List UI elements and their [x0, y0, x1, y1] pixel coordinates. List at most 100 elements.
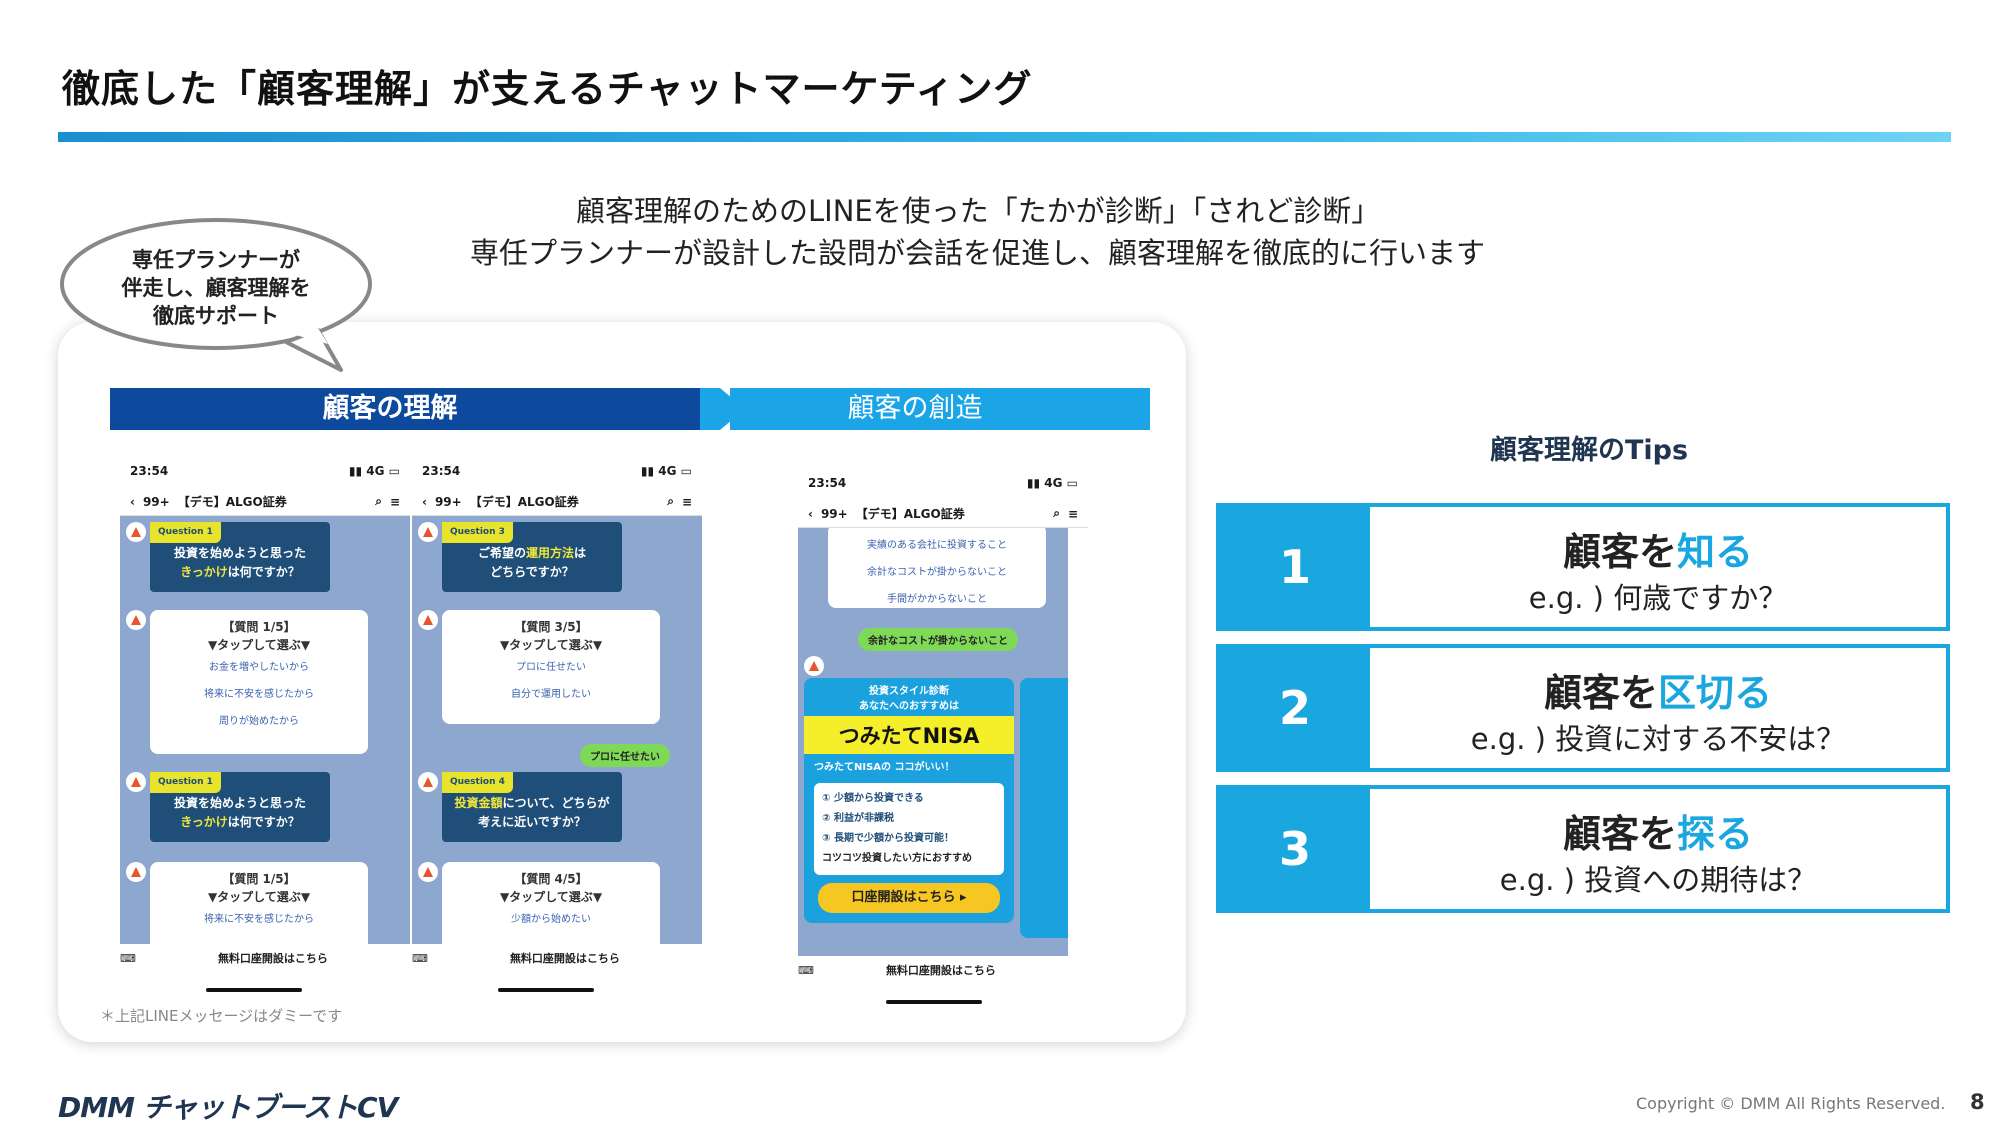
- answer-option[interactable]: お金を増やしたいから: [209, 662, 309, 673]
- signal-icon: ▮▮ 4G ▭: [640, 464, 692, 478]
- recommendation-card: 投資スタイル診断あなたへのおすすめは つみたてNISA つみたてNISAの ココ…: [804, 678, 1014, 923]
- rich-menu-label[interactable]: 無料口座開設はこちら: [509, 952, 620, 965]
- back-count[interactable]: 99+: [142, 494, 170, 509]
- question-highlight: きっかけ: [180, 565, 228, 579]
- search-icon[interactable]: ⌕: [667, 494, 674, 508]
- keyboard-icon[interactable]: ⌨: [412, 952, 428, 965]
- home-indicator: [206, 988, 302, 992]
- menu-icon[interactable]: ≡: [1067, 506, 1078, 521]
- question-card: Question 1 投資を始めようと思った きっかけは何ですか？: [150, 522, 330, 592]
- home-indicator: [498, 988, 594, 992]
- answer-card: 【質問 3/5】 ▼タップして選ぶ▼ プロに任せたい 自分で運用したい: [442, 610, 660, 724]
- subtitle-line-2: 専任プランナーが設計した設問が会話を促進し、顧客理解を徹底的に行います: [470, 236, 1486, 270]
- tip-example: e.g. ) 投資への期待は？: [1499, 863, 1817, 897]
- footnote: ＊上記LINEメッセージはダミーです: [100, 1007, 343, 1025]
- rich-menu-label[interactable]: 無料口座開設はこちら: [217, 952, 328, 965]
- question-tag: Question 1: [150, 772, 221, 793]
- search-icon[interactable]: ⌕: [375, 494, 382, 508]
- tip-card-2: 2 顧客を区切る e.g. ) 投資に対する不安は？: [1216, 644, 1950, 772]
- keyboard-icon[interactable]: ⌨: [120, 952, 136, 965]
- account-name: 【デモ】ALGO証券: [177, 495, 287, 509]
- rich-menu-label[interactable]: 無料口座開設はこちら: [885, 964, 996, 977]
- answer-head: 【質問 1/5】: [222, 620, 296, 634]
- card-point: つみたてNISAの ココがいい！: [814, 762, 955, 773]
- next-card-peek[interactable]: [1020, 678, 1068, 938]
- flow-stage-create: 顧客の創造: [847, 393, 983, 424]
- tip-card-1: 1 顧客を知る e.g. ) 何歳ですか？: [1216, 503, 1950, 631]
- back-icon[interactable]: ‹: [808, 506, 813, 521]
- question-tag: Question 4: [442, 772, 513, 793]
- answer-option[interactable]: 将来に不安を感じたから: [204, 914, 314, 925]
- answer-sub: タップして選ぶ: [217, 638, 301, 652]
- bot-avatar: [418, 862, 438, 882]
- bot-avatar: [804, 656, 824, 676]
- phone-screenshot-1: 23:54▮▮ 4G ▭ ‹ 99+ 【デモ】ALGO証券 ⌕ ≡ Questi…: [120, 458, 410, 978]
- flow-arrow-bar: 顧客の理解 顧客の創造: [110, 388, 1150, 430]
- card-list-item: 利益が非課税: [833, 813, 894, 824]
- back-count[interactable]: 99+: [820, 506, 848, 521]
- card-list-note: コツコツ投資したい方におすすめ: [822, 853, 972, 864]
- question-text-end: は何ですか？: [227, 565, 300, 579]
- phone-screenshot-2: 23:54 ▮▮ 4G ▭ ‹ 99+ 【デモ】ALGO証券 ⌕ ≡ Questi…: [412, 458, 702, 978]
- phone-screenshot-3: 23:54▮▮ 4G ▭ ‹ 99+ 【デモ】ALGO証券 ⌕ ≡ 実績のある会…: [798, 470, 1088, 990]
- question-highlight: 投資金額: [454, 796, 503, 810]
- flow-stage-understand: 顧客の理解: [322, 393, 458, 424]
- tip-highlight: 知る: [1677, 530, 1754, 574]
- answer-option[interactable]: 周りが始めたから: [219, 716, 299, 727]
- bot-avatar: [418, 610, 438, 630]
- search-icon[interactable]: ⌕: [1053, 506, 1060, 520]
- answer-option[interactable]: 自分で運用したい: [511, 689, 591, 700]
- back-icon[interactable]: ‹: [422, 494, 427, 509]
- answer-option[interactable]: 手間がかからないこと: [887, 594, 987, 605]
- answer-card: 実績のある会社に投資すること 余計なコストが掛からないこと 手間がかからないこと: [828, 528, 1046, 608]
- card-top-1: 投資スタイル診断: [869, 686, 949, 697]
- answer-card: 【質問 4/5】 ▼タップして選ぶ▼ 少額から始めたい: [442, 862, 660, 944]
- menu-icon[interactable]: ≡: [681, 494, 692, 509]
- tip-highlight: 探る: [1677, 812, 1754, 856]
- question-card: Question 4 投資金額について、どちらが 考えに近いですか？: [442, 772, 622, 842]
- question-text: 投資を始めようと思った: [173, 796, 306, 810]
- signal-icon: ▮▮ 4G ▭: [1026, 476, 1078, 490]
- back-count[interactable]: 99+: [434, 494, 462, 509]
- answer-option[interactable]: 将来に不安を感じたから: [204, 689, 314, 700]
- answer-option[interactable]: プロに任せたい: [516, 662, 586, 673]
- user-reply: 余計なコストが掛からないこと: [858, 628, 1018, 651]
- question-text-end: は: [574, 546, 587, 560]
- bubble-line-3: 徹底サポート: [153, 304, 279, 328]
- status-time: 23:54: [422, 464, 461, 478]
- question-text: 投資を始めようと思った: [173, 546, 306, 560]
- card-top-2: あなたへのおすすめは: [859, 701, 959, 712]
- menu-icon[interactable]: ≡: [389, 494, 400, 509]
- answer-card: 【質問 1/5】 ▼タップして選ぶ▼ 将来に不安を感じたから: [150, 862, 368, 944]
- question-text: ご希望の: [477, 546, 526, 560]
- title-underline: [58, 132, 1951, 142]
- account-name: 【デモ】ALGO証券: [469, 495, 579, 509]
- answer-sub: タップして選ぶ: [509, 638, 593, 652]
- bot-avatar: [126, 610, 146, 630]
- tip-number: 2: [1220, 648, 1370, 768]
- keyboard-icon[interactable]: ⌨: [798, 964, 814, 977]
- bot-avatar: [418, 522, 438, 542]
- answer-option[interactable]: 少額から始めたい: [511, 914, 591, 925]
- bot-avatar: [126, 522, 146, 542]
- tips-heading: 顧客理解のTips: [1490, 435, 1689, 466]
- bubble-line-1: 専任プランナーが: [132, 248, 300, 272]
- question-text-end: は何ですか？: [227, 815, 300, 829]
- answer-head: 【質問 3/5】: [514, 620, 588, 634]
- back-icon[interactable]: ‹: [130, 494, 135, 509]
- copyright: Copyright © DMM All Rights Reserved.: [1636, 1094, 1946, 1113]
- tip-card-3: 3 顧客を探る e.g. ) 投資への期待は？: [1216, 785, 1950, 913]
- answer-option[interactable]: 実績のある会社に投資すること: [867, 540, 1007, 551]
- status-time: 23:54: [808, 476, 847, 490]
- answer-head: 【質問 1/5】: [222, 872, 296, 886]
- status-time: 23:54: [130, 464, 169, 478]
- bot-avatar: [126, 862, 146, 882]
- open-account-button[interactable]: 口座開設はこちら ▸: [818, 883, 1000, 913]
- answer-option[interactable]: 余計なコストが掛からないこと: [867, 567, 1007, 578]
- answer-sub: タップして選ぶ: [509, 890, 593, 904]
- tip-title: 顧客を: [1562, 530, 1677, 574]
- question-card: Question 1 投資を始めようと思った きっかけは何ですか？: [150, 772, 330, 842]
- card-banner: つみたてNISA: [804, 716, 1014, 754]
- tip-title: 顧客を: [1543, 671, 1658, 715]
- bubble-line-2: 伴走し、顧客理解を: [121, 276, 311, 300]
